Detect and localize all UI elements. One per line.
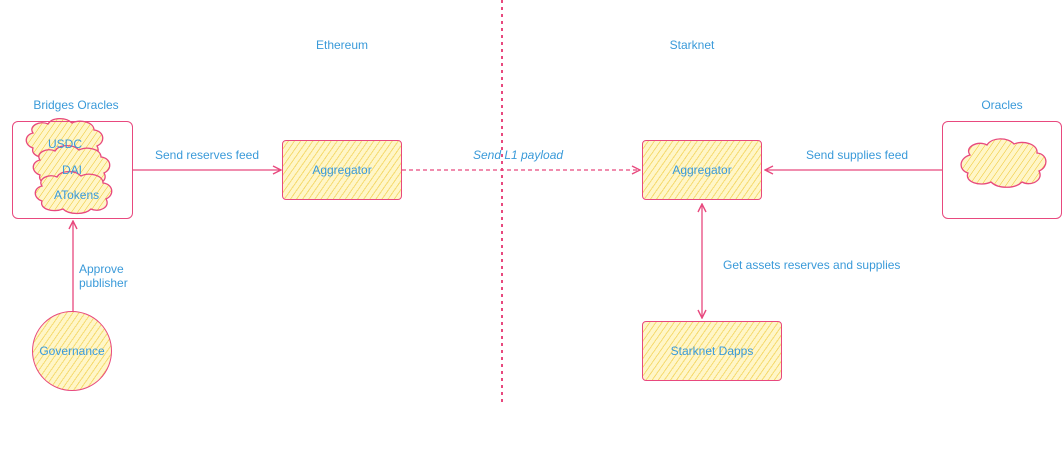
bridges-oracles-container	[12, 121, 133, 219]
starknet-dapps-label: Starknet Dapps	[670, 344, 754, 358]
approve-label-line1: Approve	[79, 262, 124, 276]
starknet-section-title: Starknet	[669, 38, 715, 52]
oracles-title: Oracles	[981, 98, 1023, 112]
get-assets-label: Get assets reserves and supplies	[723, 258, 901, 272]
governance-label: Governance	[39, 344, 105, 358]
approve-publisher-label: Approve publisher	[79, 262, 128, 290]
starknet-aggregator-label: Aggregator	[672, 163, 732, 177]
atokens-cloud	[34, 170, 113, 215]
atokens-label: ATokens	[54, 188, 100, 202]
oracles-container	[942, 121, 1062, 219]
starknet-dapps-node: Starknet Dapps	[642, 321, 782, 381]
bridges-oracles-title: Bridges Oracles	[33, 98, 119, 112]
starknet-aggregator-node: Aggregator	[642, 140, 762, 200]
send-supplies-feed-label: Send supplies feed	[805, 148, 909, 162]
dai-label: DAI	[62, 163, 83, 177]
send-reserves-feed-label: Send reserves feed	[154, 148, 260, 162]
oracle-cloud	[960, 138, 1047, 188]
ethereum-aggregator-label: Aggregator	[312, 163, 372, 177]
usdc-label: USDC	[48, 137, 83, 151]
approve-label-line2: publisher	[79, 276, 128, 290]
ethereum-section-title: Ethereum	[315, 38, 369, 52]
governance-node: Governance	[32, 311, 112, 391]
send-l1-payload-label: Send L1 payload	[472, 148, 564, 162]
ethereum-aggregator-node: Aggregator	[282, 140, 402, 200]
